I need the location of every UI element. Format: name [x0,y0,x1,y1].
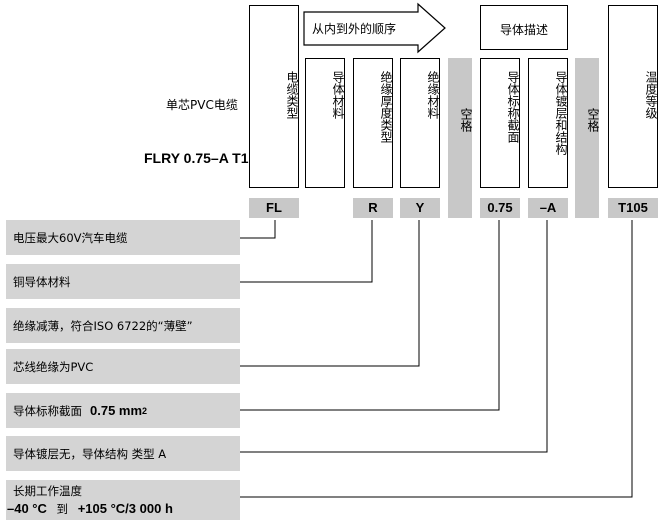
connector-a [240,220,548,453]
code-a: –A [528,198,568,218]
description-voltage: 电压最大60V汽车电缆 [6,220,240,255]
column-label: 导体标称截面 [506,71,520,143]
connector-075 [240,220,500,411]
column-label: 导体材料 [331,71,345,119]
description-conductor-material: 铜导体材料 [6,264,240,299]
conductor-description-label: 导体描述 [499,23,548,37]
connector-y [240,220,420,367]
description-text: 铜导体材料 [13,274,71,289]
designation: FLRY 0.75–A T105 [144,150,265,166]
description-text: 电压最大60V汽车电缆 [13,230,128,245]
code-r: R [353,198,393,218]
column-cable-type: 电缆类型 [249,5,299,188]
temp-range-to-word: 到 [56,502,69,516]
column-plating-structure: 导体镀层和结构 [528,58,568,188]
cross-section-value: 0.75 mm [90,403,143,418]
description-temperature: 长期工作温度 –40 °C 到 +105 °C/3 000 h [6,480,240,520]
description-text: 芯线绝缘为PVC [13,359,94,374]
column-label: 绝缘厚度类型 [379,71,393,143]
column-label: 导体镀层和结构 [554,71,568,155]
order-arrow [303,2,446,54]
connector-r [240,220,373,283]
code-y: Y [400,198,440,218]
column-space-1: 空格 [448,58,473,218]
column-label: 空格 [459,108,473,132]
connector-t105 [240,220,633,498]
column-cross-section: 导体标称截面 [480,58,520,188]
column-space-2: 空格 [575,58,600,218]
conductor-description-header: 导体描述 [480,5,568,50]
description-insulation-thickness: 绝缘减薄，符合ISO 6722的“薄壁” [6,308,240,343]
description-plating-structure: 导体镀层无，导体结构 类型 A [6,436,240,471]
description-text: 长期工作温度 [13,484,82,498]
description-text: 导体标称截面 [13,403,82,418]
column-label: 温度等级 [644,71,658,119]
order-arrow-label: 从内到外的顺序 [312,22,397,36]
cross-section-unit-exponent: 2 [142,405,148,416]
code-fl: FL [249,198,299,218]
column-temperature-class: 温度等级 [608,5,658,188]
description-text: 绝缘减薄，符合ISO 6722的“薄壁” [13,318,193,333]
column-label: 空格 [586,108,600,132]
column-label: 绝缘材料 [426,71,440,119]
connector-fl [240,220,276,239]
column-insulation-thickness: 绝缘厚度类型 [353,58,393,188]
description-insulation-material: 芯线绝缘为PVC [6,349,240,384]
temp-range-from: –40 °C [7,501,47,516]
description-text: 导体镀层无，导体结构 类型 A [13,446,167,461]
column-label: 电缆类型 [285,71,299,119]
code-t105: T105 [608,198,658,218]
column-conductor-material: 导体材料 [305,58,345,188]
connector-conductor [240,220,326,326]
cable-type-label: 单芯PVC电缆 [166,98,238,112]
code-075: 0.75 [480,198,520,218]
column-insulation-material: 绝缘材料 [400,58,440,188]
temp-range-to: +105 °C/3 000 h [77,501,173,516]
